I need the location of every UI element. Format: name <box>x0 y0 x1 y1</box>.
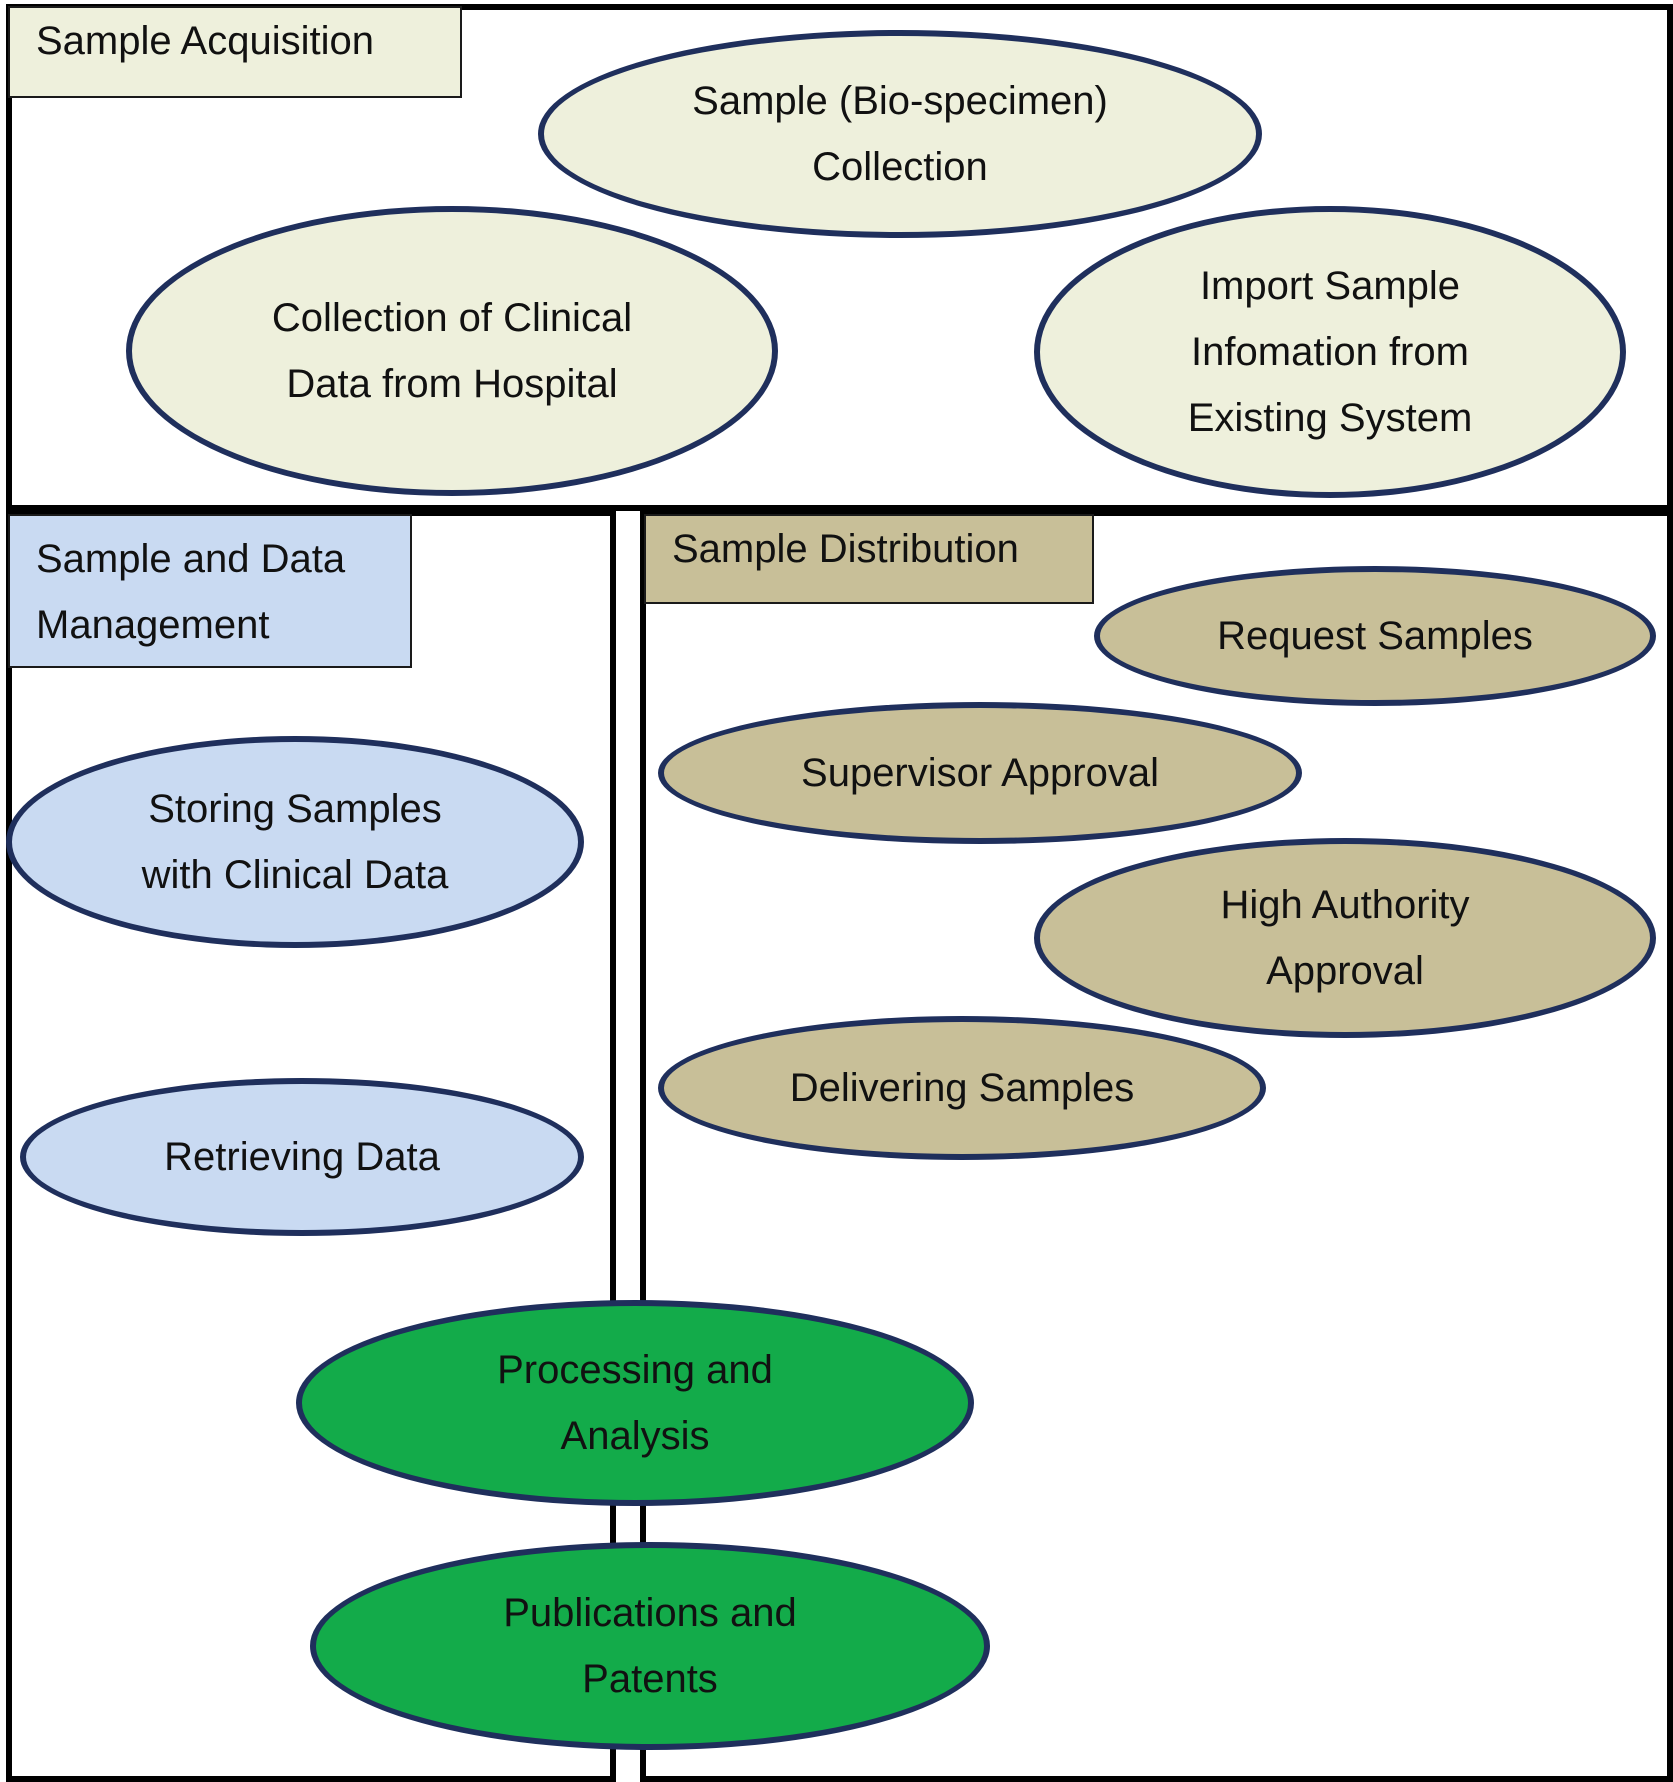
sample-acquisition-label: Sample Acquisition <box>8 6 462 98</box>
sample-distribution-label: Sample Distribution <box>644 514 1094 604</box>
publications-patents-node: Publications and Patents <box>310 1542 990 1750</box>
processing-analysis-node: Processing and Analysis <box>296 1300 974 1506</box>
request-samples-node: Request Samples <box>1094 566 1656 706</box>
supervisor-approval-node: Supervisor Approval <box>658 702 1302 844</box>
retrieving-data-node: Retrieving Data <box>20 1078 584 1236</box>
sample-distribution-panel <box>640 510 1673 1782</box>
storing-samples-node: Storing Samples with Clinical Data <box>6 736 584 948</box>
delivering-samples-node: Delivering Samples <box>658 1016 1266 1160</box>
sample-acquisition-panel <box>6 4 1673 511</box>
import-sample-info-node: Import Sample Infomation from Existing S… <box>1034 206 1626 498</box>
high-authority-approval-node: High Authority Approval <box>1034 838 1656 1038</box>
sample-management-label: Sample and Data Management <box>8 514 412 668</box>
sample-management-panel <box>6 510 616 1782</box>
sample-collection-node: Sample (Bio-specimen) Collection <box>538 30 1262 238</box>
clinical-data-collection-node: Collection of Clinical Data from Hospita… <box>126 206 778 496</box>
